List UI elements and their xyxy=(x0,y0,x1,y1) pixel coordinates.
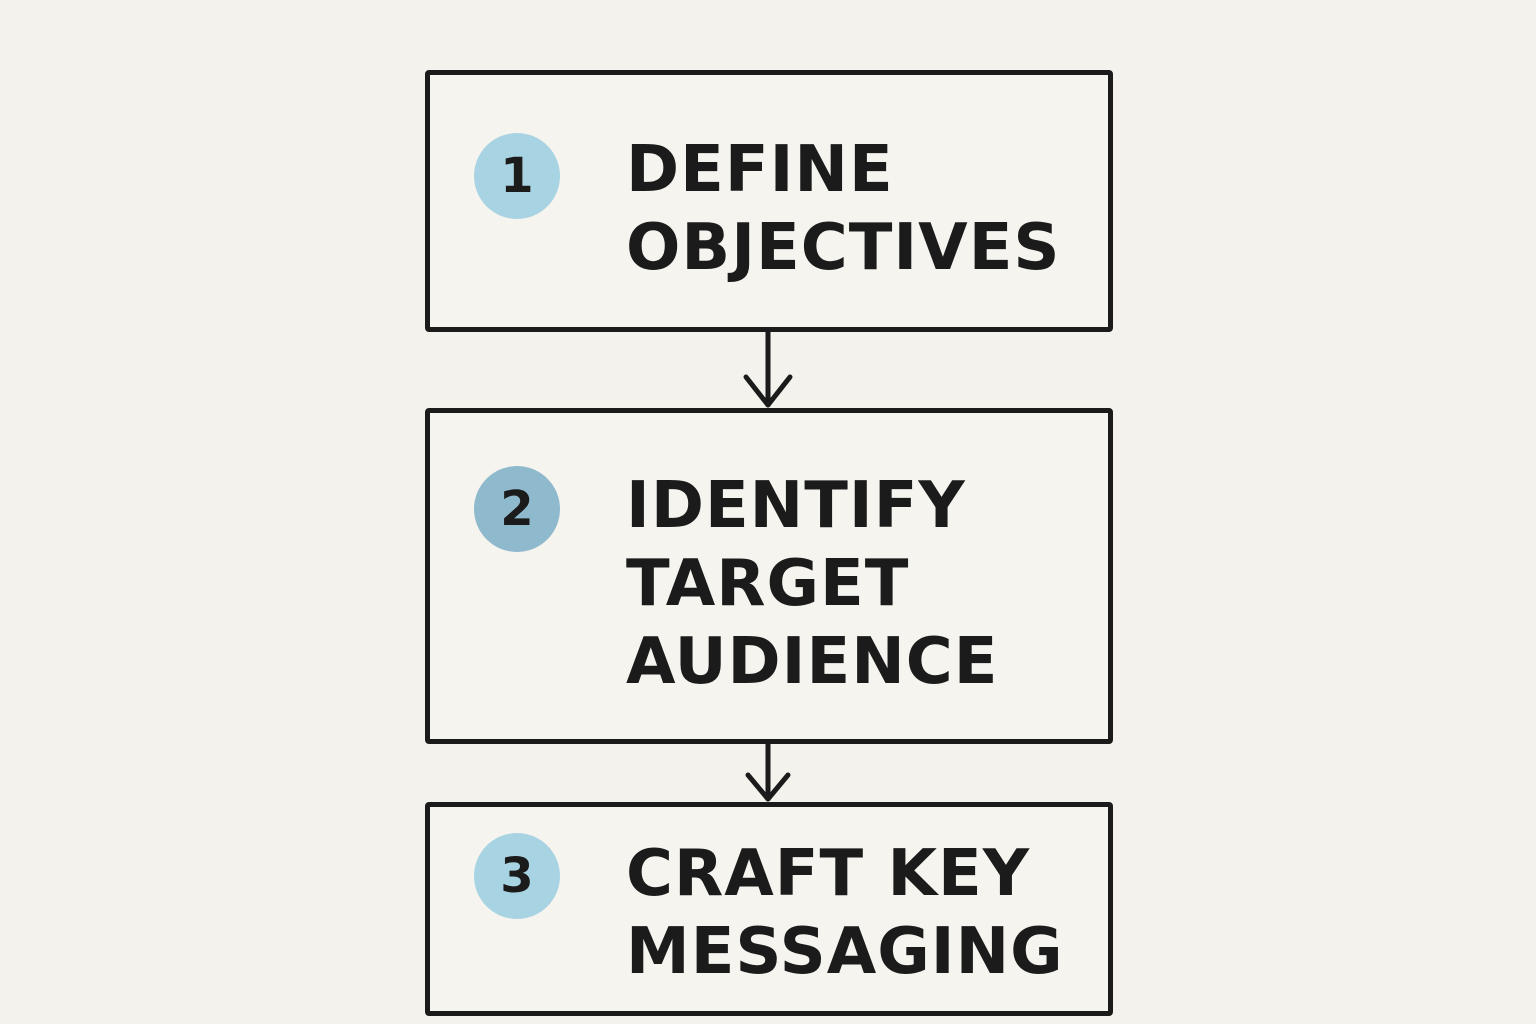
down-arrow-icon xyxy=(743,331,793,408)
step-label-line: DEFINE xyxy=(626,133,894,207)
step-box-craft-key-messaging: 3 CRAFT KEY MESSAGING xyxy=(425,802,1113,1016)
step-box-identify-target-audience: 2 IDENTIFY TARGET AUDIENCE xyxy=(425,408,1113,744)
step-label-line: TARGET xyxy=(626,547,910,621)
step-number-badge: 2 xyxy=(474,466,560,552)
step-label-line: CRAFT KEY xyxy=(626,837,1031,911)
step-label-line: AUDIENCE xyxy=(626,625,999,699)
step-label: CRAFT KEY MESSAGING xyxy=(626,835,1088,991)
step-number-badge: 3 xyxy=(474,833,560,919)
step-label: IDENTIFY TARGET AUDIENCE xyxy=(626,467,1088,701)
step-number-badge: 1 xyxy=(474,133,560,219)
down-arrow-icon xyxy=(745,743,791,802)
step-label-line: MESSAGING xyxy=(626,915,1064,989)
step-label: DEFINE OBJECTIVES xyxy=(626,131,1088,287)
step-box-define-objectives: 1 DEFINE OBJECTIVES xyxy=(425,70,1113,332)
step-label-line: IDENTIFY xyxy=(626,469,966,543)
step-label-line: OBJECTIVES xyxy=(626,211,1061,285)
